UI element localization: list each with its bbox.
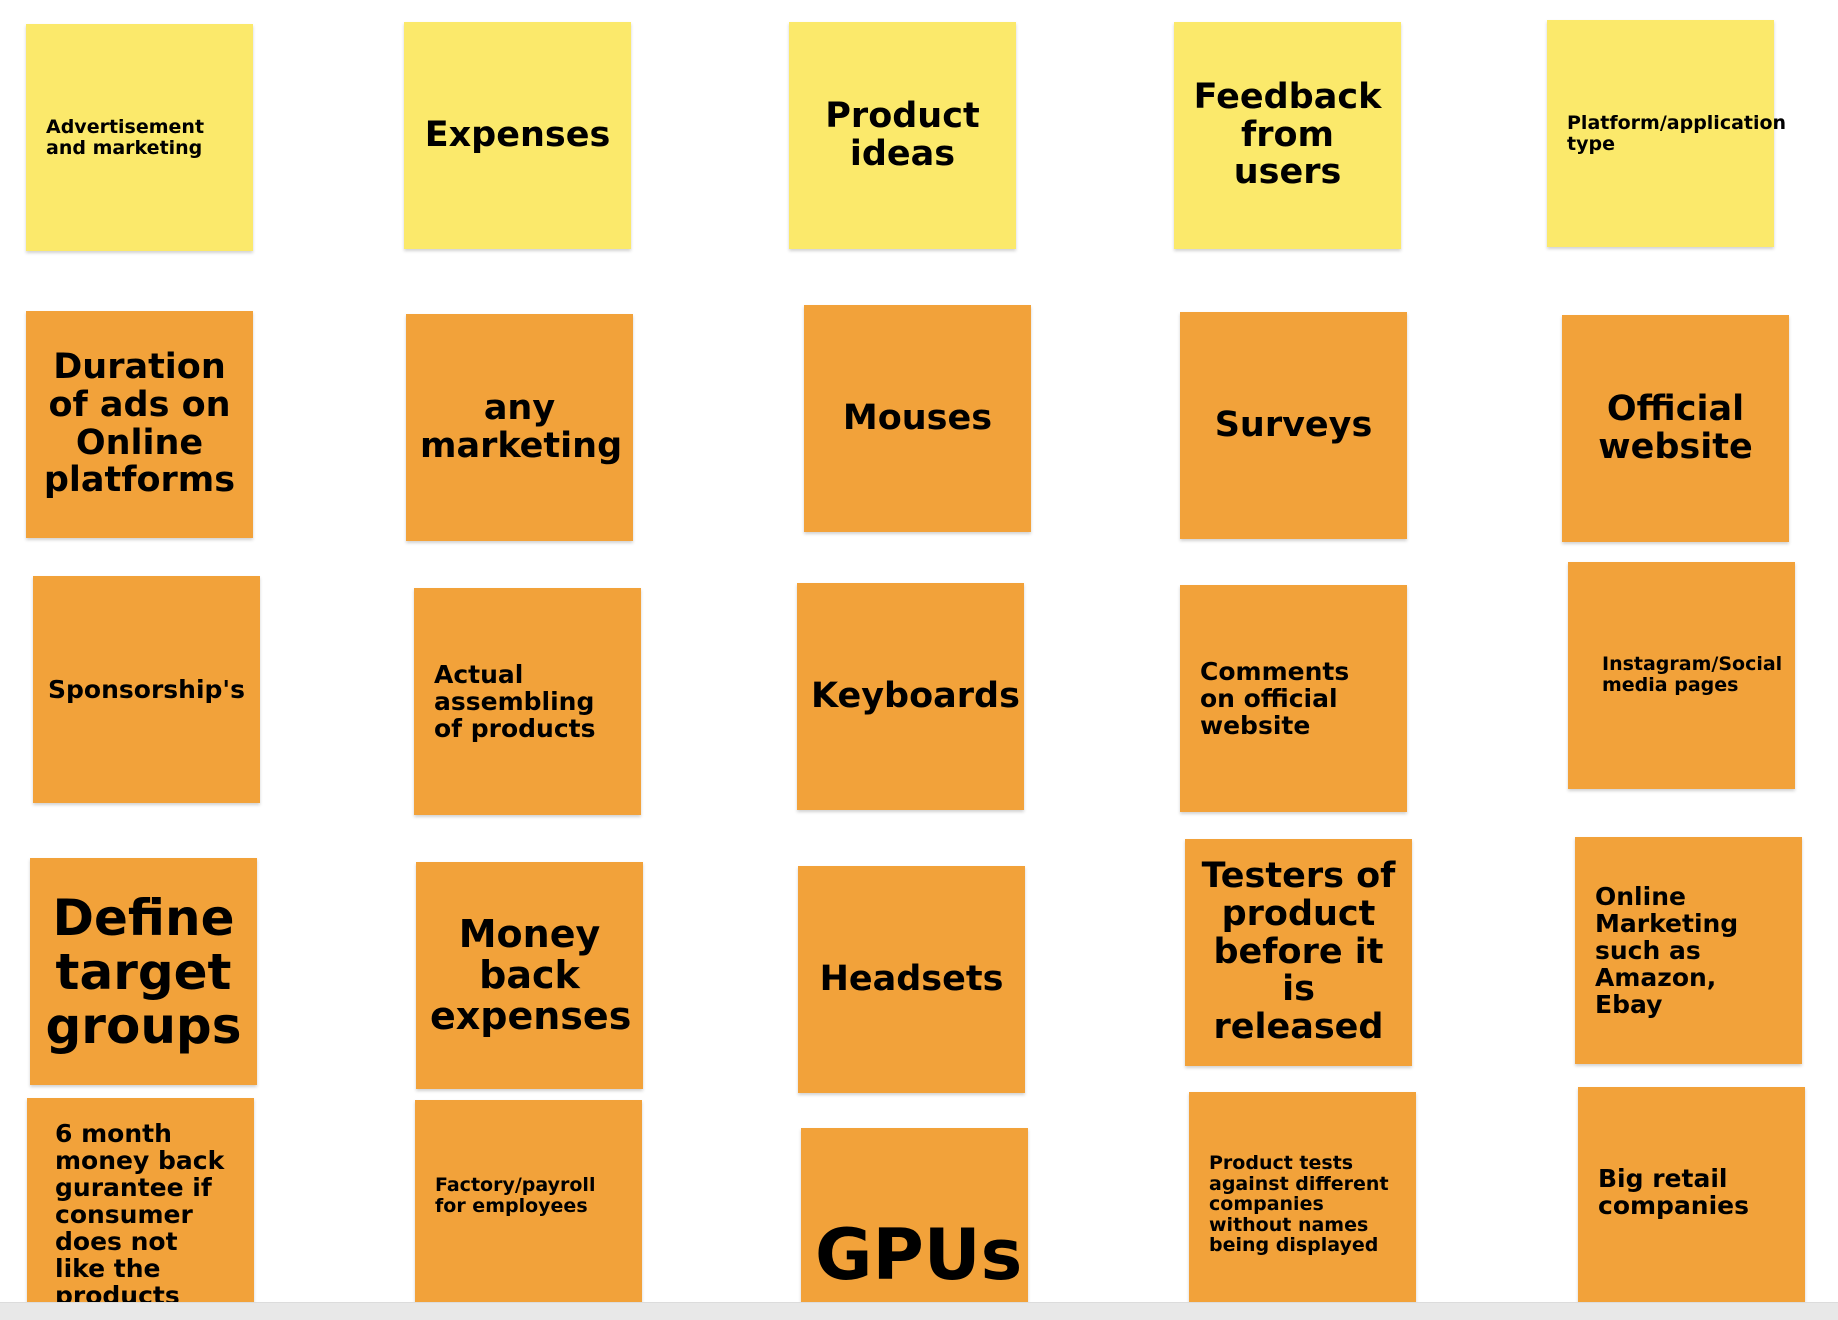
sticky-note-factory-payroll[interactable]: Factory/payroll for employees bbox=[415, 1100, 642, 1302]
sticky-note-text: Duration of ads on Online platforms bbox=[43, 346, 236, 501]
sticky-note-big-retail-companies[interactable]: Big retail companies bbox=[1578, 1087, 1805, 1302]
sticky-note-platform-application-type[interactable]: Platform/application type bbox=[1547, 20, 1787, 247]
sticky-note-text: Product ideas bbox=[825, 95, 980, 174]
sticky-note-money-back-expenses[interactable]: Money back expenses bbox=[416, 862, 643, 1089]
sticky-note-text: Instagram/Social media pages bbox=[1602, 653, 1783, 696]
sticky-note-duration-of-ads[interactable]: Duration of ads on Online platforms bbox=[26, 311, 253, 538]
sticky-note-any-marketing[interactable]: any marketing bbox=[406, 314, 633, 541]
sticky-note-text: Surveys bbox=[1214, 404, 1373, 445]
sticky-note-feedback-from-users[interactable]: Feedback from users bbox=[1174, 22, 1401, 249]
sticky-note-text: GPUs bbox=[815, 1214, 1023, 1297]
sticky-note-sponsorships[interactable]: Sponsorship's bbox=[33, 576, 260, 803]
sticky-note-text: Factory/payroll for employees bbox=[435, 1174, 596, 1217]
sticky-note-money-back-gurantee[interactable]: 6 month money back gurantee if consumer … bbox=[27, 1098, 254, 1302]
sticky-note-gpus[interactable]: GPUs bbox=[801, 1128, 1028, 1302]
sticky-note-actual-assembling[interactable]: Actual assembling of products bbox=[414, 588, 641, 815]
sticky-note-expenses[interactable]: Expenses bbox=[404, 22, 631, 249]
sticky-note-product-ideas[interactable]: Product ideas bbox=[789, 22, 1016, 249]
sticky-note-text: Actual assembling of products bbox=[434, 660, 596, 743]
sticky-note-advertisement-and-marketing[interactable]: Advertisement and marketing bbox=[26, 24, 253, 251]
sticky-note-text: Platform/application type bbox=[1567, 111, 1787, 155]
bottom-scrollbar-area[interactable] bbox=[0, 1302, 1838, 1320]
sticky-note-product-tests[interactable]: Product tests against different companie… bbox=[1189, 1092, 1416, 1302]
sticky-note-instagram-social[interactable]: Instagram/Social media pages bbox=[1568, 562, 1795, 789]
sticky-note-text: Product tests against different companie… bbox=[1209, 1152, 1389, 1257]
sticky-note-text: Testers of product before it is released bbox=[1201, 856, 1396, 1048]
sticky-note-text: Online Marketing such as Amazon, Ebay bbox=[1595, 882, 1739, 1019]
sticky-note-text: Keyboards bbox=[811, 675, 1020, 716]
sticky-note-comments-on-website[interactable]: Comments on official website bbox=[1180, 585, 1407, 812]
sticky-note-surveys[interactable]: Surveys bbox=[1180, 312, 1407, 539]
sticky-note-text: Feedback from users bbox=[1193, 76, 1382, 193]
sticky-note-keyboards[interactable]: Keyboards bbox=[797, 583, 1024, 810]
sticky-note-text: Comments on official website bbox=[1200, 657, 1350, 740]
sticky-note-official-website[interactable]: Official website bbox=[1562, 315, 1789, 542]
sticky-note-text: Mouses bbox=[842, 397, 993, 438]
sticky-note-text: Expenses bbox=[424, 114, 611, 155]
sticky-note-text: any marketing bbox=[420, 387, 623, 466]
sticky-note-text: Official website bbox=[1598, 388, 1753, 467]
sticky-note-headsets[interactable]: Headsets bbox=[798, 866, 1025, 1093]
sticky-note-online-marketing[interactable]: Online Marketing such as Amazon, Ebay bbox=[1575, 837, 1802, 1064]
sticky-note-text: Money back expenses bbox=[430, 911, 632, 1039]
sticky-note-define-target-groups[interactable]: Define target groups bbox=[30, 858, 257, 1085]
sticky-note-text: Define target groups bbox=[45, 888, 242, 1055]
sticky-note-text: Advertisement and marketing bbox=[46, 115, 205, 159]
sticky-note-text: Sponsorship's bbox=[48, 675, 245, 704]
sticky-note-text: Big retail companies bbox=[1598, 1163, 1750, 1220]
sticky-note-text: Headsets bbox=[819, 958, 1004, 999]
sticky-note-text: 6 month money back gurantee if consumer … bbox=[55, 1119, 225, 1302]
sticky-note-mouses[interactable]: Mouses bbox=[804, 305, 1031, 532]
sticky-note-testers-of-product[interactable]: Testers of product before it is released bbox=[1185, 839, 1412, 1066]
